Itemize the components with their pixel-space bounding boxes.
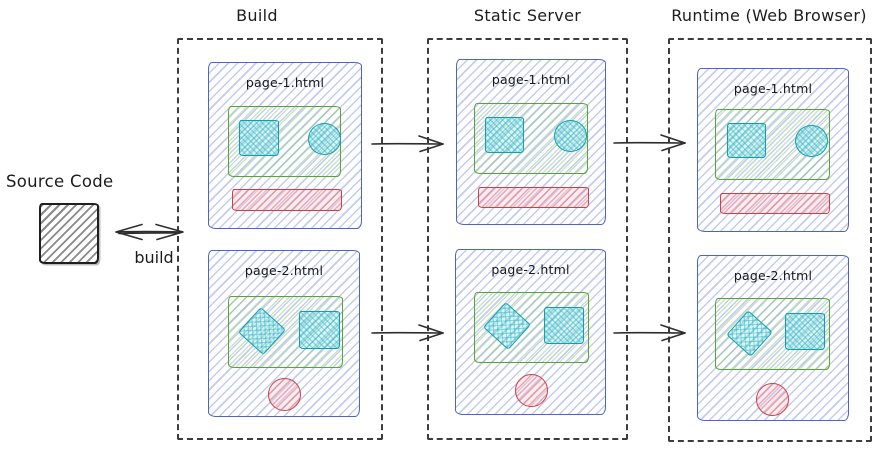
square-shape xyxy=(727,123,766,158)
filename-label: page-2.html xyxy=(244,263,324,278)
stage-box-runtime xyxy=(668,38,872,442)
content-panel xyxy=(474,103,588,174)
card-runtime-page1: page-1.html xyxy=(697,68,849,232)
diamond-shape xyxy=(726,310,773,357)
circle-shape xyxy=(756,383,789,416)
square-shape xyxy=(485,117,524,153)
arrow-static-to-runtime-bottom xyxy=(613,324,686,342)
content-panel xyxy=(228,296,343,368)
arrow-static-to-runtime-top xyxy=(613,134,686,152)
banner-shape xyxy=(720,193,830,214)
square-shape xyxy=(299,311,340,349)
square-shape xyxy=(544,307,584,344)
source-code-square xyxy=(39,203,99,264)
column-title-runtime: Runtime (Web Browser) xyxy=(671,6,867,25)
circle-shape xyxy=(515,374,548,407)
stage-box-static-server xyxy=(427,38,628,440)
circle-shape xyxy=(308,123,341,155)
source-code-label: Source Code xyxy=(6,172,114,191)
diamond-shape xyxy=(237,306,287,356)
arrow-build-to-static-bottom xyxy=(371,324,444,342)
banner-shape xyxy=(232,189,342,211)
filename-label: page-2.html xyxy=(733,268,813,283)
banner-shape xyxy=(478,187,589,208)
build-arrow-label: build xyxy=(134,248,174,267)
filename-label: page-1.html xyxy=(733,81,813,96)
card-static-page1: page-1.html xyxy=(456,59,606,225)
column-title-build: Build xyxy=(236,6,278,25)
circle-shape xyxy=(268,378,301,411)
content-panel xyxy=(474,292,589,363)
filename-label: page-1.html xyxy=(245,75,325,90)
content-panel xyxy=(715,109,830,180)
card-build-page2: page-2.html xyxy=(208,250,360,417)
card-runtime-page2: page-2.html xyxy=(697,255,849,421)
column-title-static-server: Static Server xyxy=(473,6,582,25)
arrow-build-to-static-top xyxy=(371,135,444,153)
square-shape xyxy=(239,120,279,156)
stage-box-build xyxy=(177,38,383,440)
card-build-page1: page-1.html xyxy=(208,62,362,229)
build-double-arrow xyxy=(115,223,184,241)
square-shape xyxy=(785,313,825,350)
diamond-shape xyxy=(482,301,532,351)
circle-shape xyxy=(795,125,828,157)
filename-label: page-1.html xyxy=(491,72,571,87)
filename-label: page-2.html xyxy=(491,262,570,277)
content-panel xyxy=(228,106,341,177)
card-static-page2: page-2.html xyxy=(455,249,606,415)
circle-shape xyxy=(554,120,587,152)
content-panel xyxy=(715,298,830,370)
